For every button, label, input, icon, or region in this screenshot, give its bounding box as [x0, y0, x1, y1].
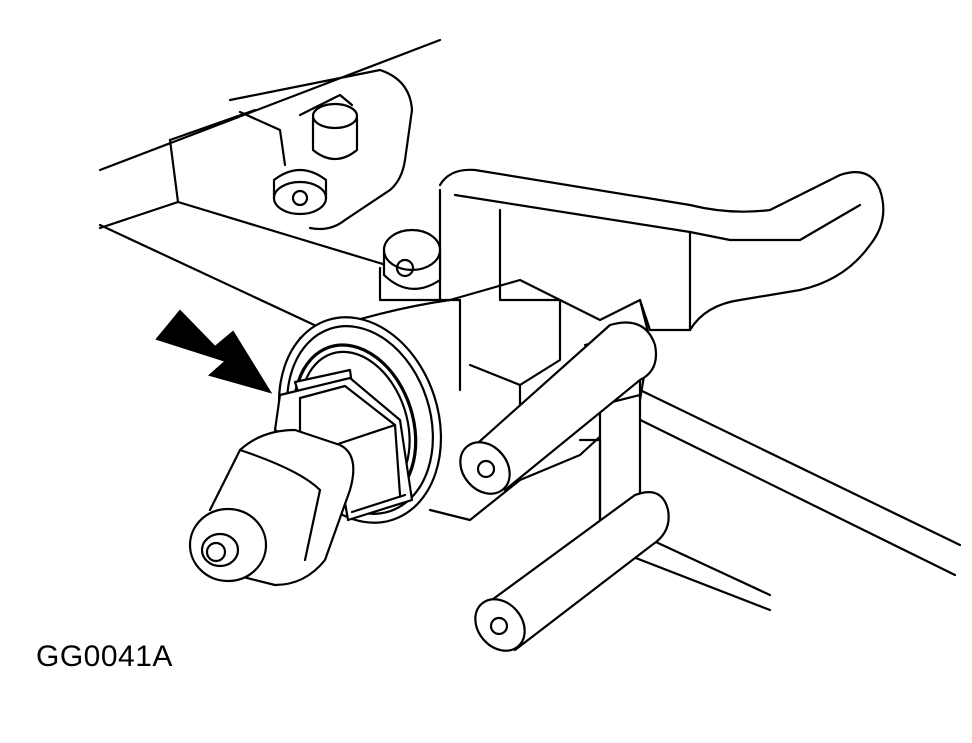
lower-pin: [474, 491, 670, 652]
figure-id-label: GG0041A: [36, 640, 173, 673]
connector-plug: [188, 428, 355, 587]
frame-rails: [98, 38, 962, 612]
housing-stud: [382, 228, 442, 290]
lever-arm: [438, 168, 885, 332]
upper-bracket: [228, 68, 414, 231]
pointer-arrow-icon: [155, 309, 273, 394]
upper-pin: [459, 321, 658, 495]
